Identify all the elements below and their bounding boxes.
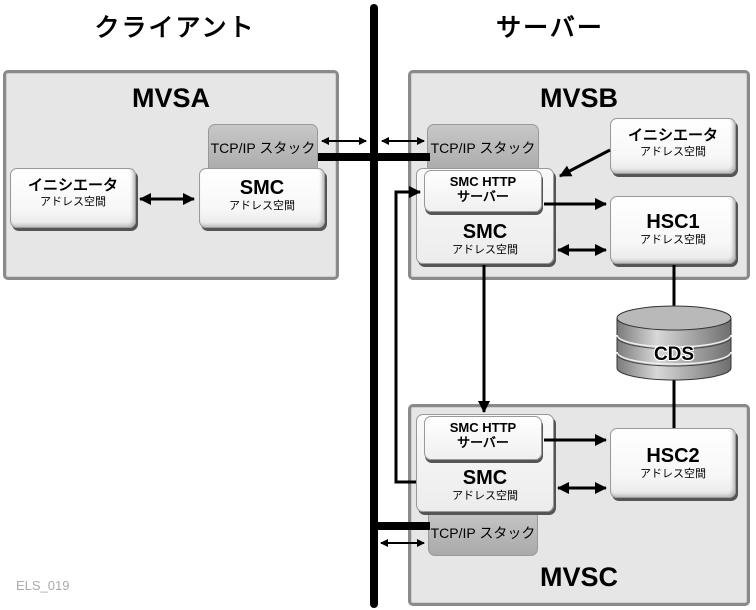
mvsb-initiator-http-arrow bbox=[559, 148, 611, 178]
mvsa-initiator-sub: アドレス空間 bbox=[40, 195, 106, 208]
mvsb-hsc1-sub: アドレス空間 bbox=[640, 233, 706, 246]
mvsb-http-line1: SMC HTTP bbox=[449, 174, 517, 189]
mvsc-http-line1: SMC HTTP bbox=[449, 420, 517, 435]
mvsc-smc-sub: アドレス空間 bbox=[452, 489, 518, 502]
mvsb-initiator-box: イニシエータ アドレス空間 bbox=[610, 118, 736, 174]
mvsc-http-line2: サーバー bbox=[457, 436, 509, 451]
cds-database-icon bbox=[616, 305, 732, 381]
mvsb-smc-sub: アドレス空間 bbox=[452, 243, 518, 256]
mvsb-http-server-box: SMC HTTP サーバー bbox=[424, 170, 542, 212]
mvsb-smc-title: SMC bbox=[462, 221, 508, 243]
mvsa-smc-title: SMC bbox=[239, 177, 285, 199]
server-heading: サーバー bbox=[496, 13, 604, 42]
mvsa-tcp-label: TCP/IP スタック bbox=[210, 140, 316, 156]
mvsb-tcp-stack: TCP/IP スタック bbox=[427, 124, 539, 174]
mvsb-hsc1-box: HSC1 アドレス空間 bbox=[610, 196, 736, 264]
mvsa-smc-sub: アドレス空間 bbox=[229, 199, 295, 212]
system-mvsa-title: MVSA bbox=[131, 83, 210, 113]
mvsc-smc-title: SMC bbox=[462, 467, 508, 489]
mvsc-tcp-label: TCP/IP スタック bbox=[430, 525, 536, 541]
client-heading: クライアント bbox=[94, 13, 256, 42]
mvsc-tcp-stack: TCP/IP スタック bbox=[428, 508, 538, 556]
mvsc-hsc2-title: HSC2 bbox=[646, 445, 700, 467]
mvsb-http-line2: サーバー bbox=[457, 190, 509, 205]
system-mvsc-title: MVSC bbox=[539, 562, 618, 592]
system-mvsb-title: MVSB bbox=[539, 83, 618, 113]
mvsa-smc-box: SMC アドレス空間 bbox=[199, 168, 325, 228]
mvsb-initiator-title: イニシエータ bbox=[627, 127, 718, 144]
mvsb-hsc1-title: HSC1 bbox=[646, 211, 700, 233]
mvsa-mvsb-tcp-link bbox=[318, 153, 430, 161]
mvsa-initiator-title: イニシエータ bbox=[27, 177, 118, 194]
mvsc-tcp-link bbox=[374, 522, 430, 530]
figure-id: ELS_019 bbox=[16, 578, 70, 593]
mvsb-tcp-label: TCP/IP スタック bbox=[430, 140, 536, 156]
mvsc-hsc2-box: HSC2 アドレス空間 bbox=[610, 428, 736, 498]
mvsa-initiator-box: イニシエータ アドレス空間 bbox=[10, 168, 136, 228]
mvsb-initiator-sub: アドレス空間 bbox=[640, 145, 706, 158]
mvsc-http-server-box: SMC HTTP サーバー bbox=[424, 416, 542, 460]
mvsc-to-mvsb-http-arrow bbox=[394, 186, 421, 484]
cds-label: CDS bbox=[653, 344, 695, 365]
mvsc-hsc2-sub: アドレス空間 bbox=[640, 467, 706, 480]
network-bus bbox=[370, 4, 378, 608]
